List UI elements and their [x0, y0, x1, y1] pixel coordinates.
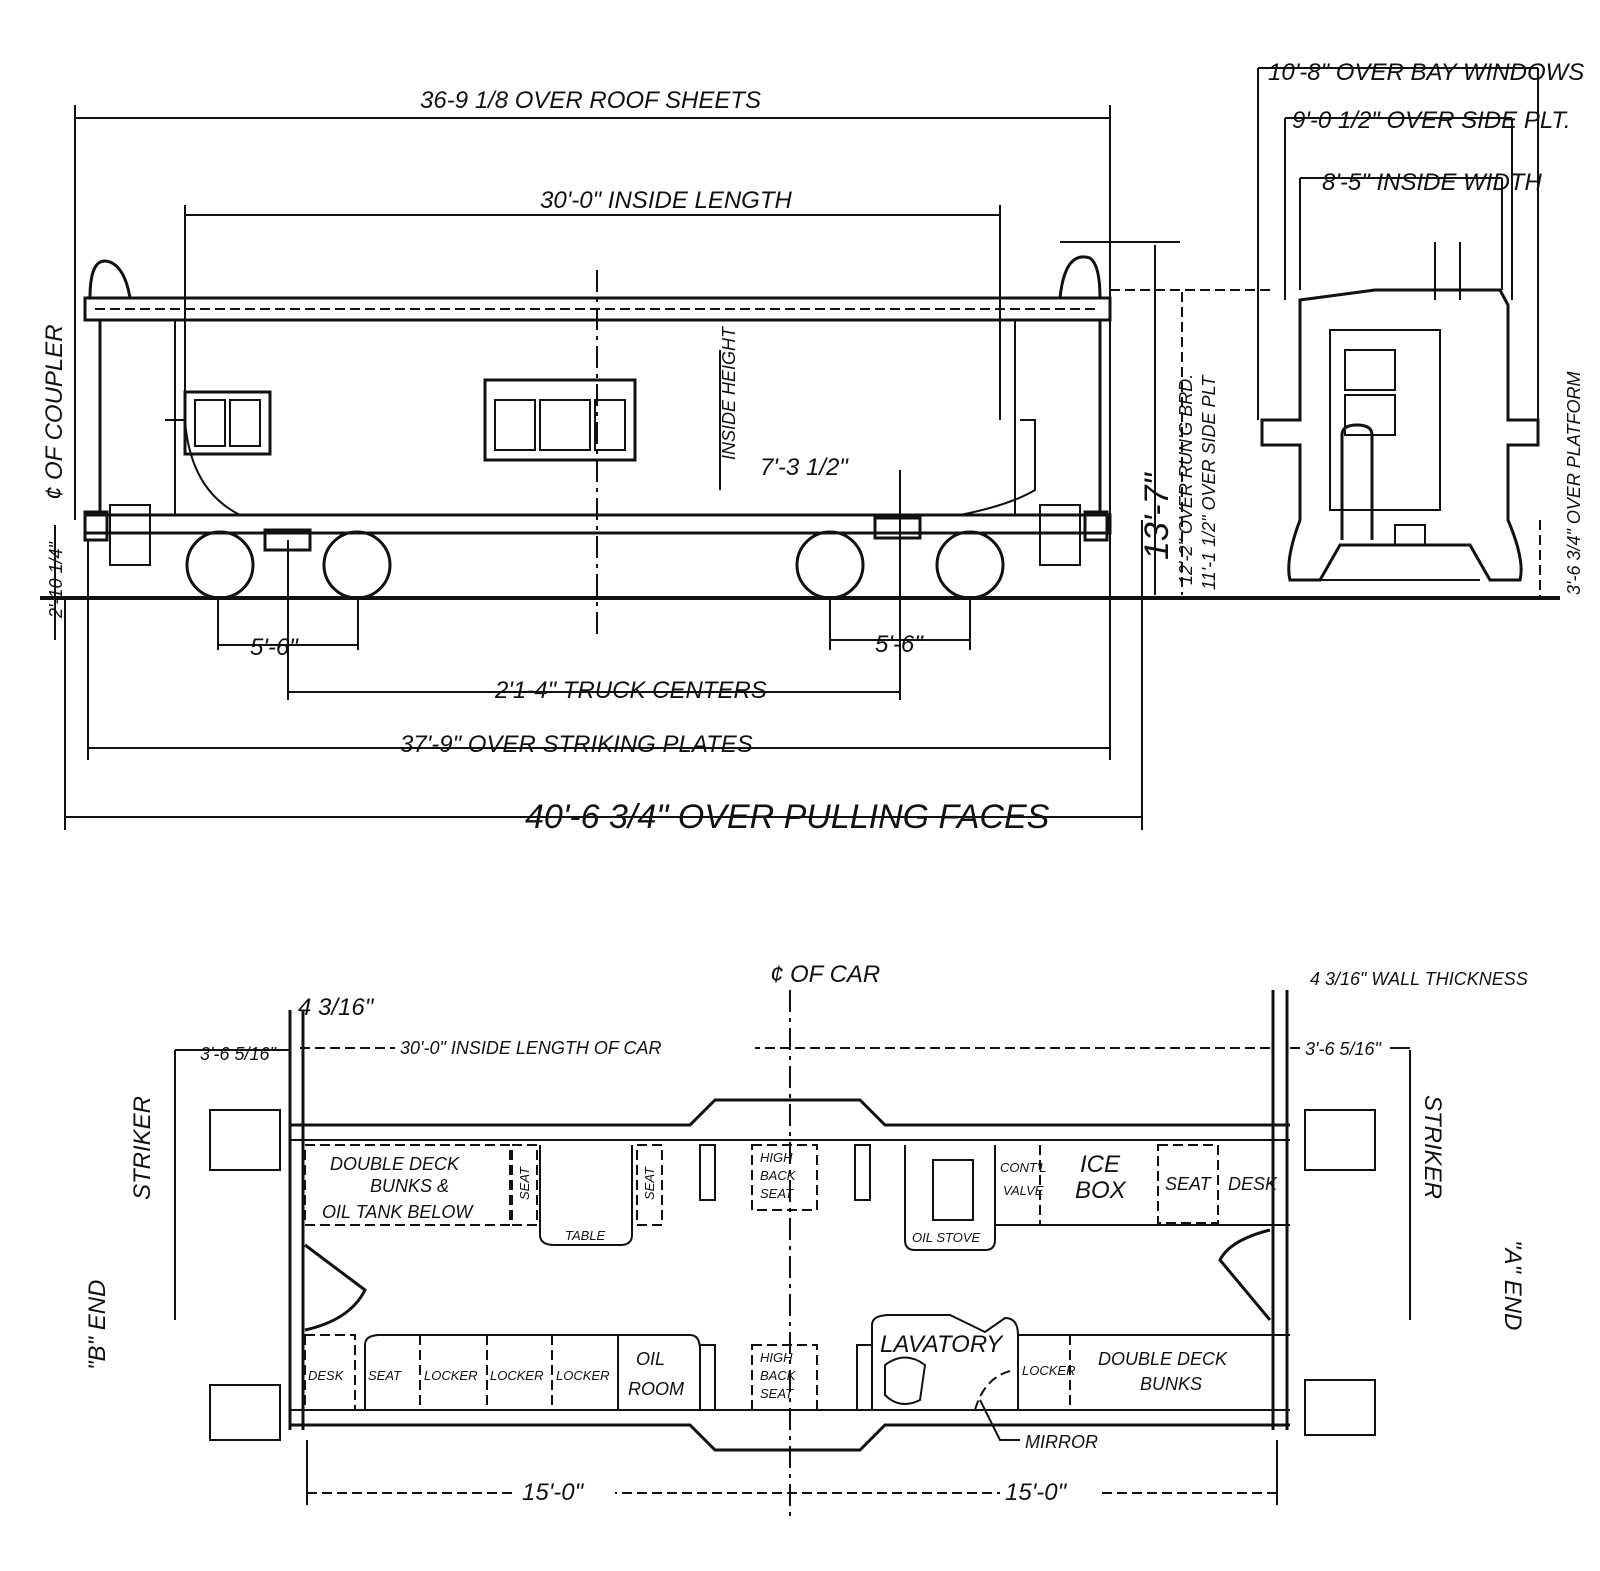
door-b-end — [304, 1243, 367, 1332]
label-inside-length: 30'-0" INSIDE LENGTH — [540, 187, 793, 214]
room-high-back-seat-bottom — [751, 1344, 818, 1411]
room-seat: SEAT — [642, 1166, 657, 1200]
label-platform-left: 3'-6 5/16" — [200, 1044, 277, 1064]
label-half-right: 15'-0" — [1005, 1479, 1068, 1506]
window-center — [483, 378, 637, 462]
room-label: LAVATORY — [880, 1331, 1004, 1358]
room-high-back-seat-top — [751, 1144, 818, 1211]
room-label: LOCKER — [1022, 1363, 1075, 1378]
room-label: BUNKS — [1140, 1374, 1202, 1394]
wheel — [322, 530, 392, 600]
room-lavatory — [871, 1314, 1019, 1410]
room-label: HIGH — [760, 1150, 793, 1165]
room-label: VALVE — [1003, 1183, 1044, 1198]
label-striker-right: STRIKER — [1419, 1095, 1446, 1199]
room-label: SEAT — [760, 1386, 794, 1401]
grab-iron-left — [88, 259, 132, 299]
step-al — [1304, 1109, 1376, 1171]
room-label: SEAT — [368, 1368, 402, 1383]
label-inside-height: INSIDE HEIGHT — [719, 325, 739, 460]
room-label: BACK — [760, 1368, 797, 1383]
room-label: ROOM — [628, 1379, 684, 1399]
label-wheelbase-left: 5'-6" — [250, 634, 299, 661]
room-label: DESK — [308, 1368, 345, 1383]
room-table-label: TABLE — [565, 1228, 606, 1243]
label-a-end: "A" END — [1499, 1240, 1526, 1330]
label-mirror: MIRROR — [1025, 1432, 1098, 1452]
room-label: HIGH — [760, 1350, 793, 1365]
label-inside-length-of-car: 30'-0" INSIDE LENGTH OF CAR — [400, 1038, 662, 1058]
room-table — [539, 1145, 633, 1246]
room-bunks-oil: DOUBLE DECK — [330, 1154, 460, 1174]
floor-plan: ¢ OF CAR 4 3/16" 4 3/16" WALL THICKNESS … — [84, 961, 1528, 1520]
room-label: LOCKER — [424, 1368, 477, 1383]
end-body — [1260, 288, 1540, 582]
label-coupler-centerline: ¢ OF COUPLER — [41, 324, 68, 500]
coupler-left — [83, 510, 109, 542]
room-label: DESK — [1228, 1174, 1278, 1194]
side-elevation: 36-9 1/8 OVER ROOF SHEETS 30'-0" INSIDE … — [40, 87, 1560, 836]
room-label: CONT'L — [1000, 1160, 1047, 1175]
label-wall-thickness-right: 4 3/16" WALL THICKNESS — [1310, 969, 1528, 989]
wheel — [185, 530, 255, 600]
room-bunks-oil: OIL TANK BELOW — [322, 1202, 474, 1222]
door-a-end — [1218, 1228, 1272, 1321]
room-label: SEAT — [760, 1186, 794, 1201]
label-over-pulling-faces: 40'-6 3/4" OVER PULLING FACES — [525, 798, 1050, 836]
step-bl — [209, 1109, 281, 1171]
label-over-striking-plates: 37'-9" OVER STRIKING PLATES — [400, 731, 753, 758]
wall-bottom — [290, 1423, 1290, 1452]
room-label: DOUBLE DECK — [1098, 1349, 1228, 1369]
label-b-end: "B" END — [84, 1280, 111, 1370]
room-label: SEAT — [1165, 1174, 1213, 1194]
wall-top — [290, 1098, 1290, 1127]
label-inside-width: 8'-5" INSIDE WIDTH — [1322, 169, 1542, 196]
steps-right — [1039, 504, 1081, 566]
room-label: LOCKER — [490, 1368, 543, 1383]
label-over-roof-sheets: 36-9 1/8 OVER ROOF SHEETS — [420, 87, 761, 114]
label-half-left: 15'-0" — [522, 1479, 585, 1506]
label-height-over-cupola: 13'-7" — [1138, 471, 1176, 560]
end-door — [1340, 423, 1374, 540]
grab-iron-right — [1058, 255, 1102, 299]
room-label: BACK — [760, 1168, 797, 1183]
label-over-platform: 3'-6 3/4" OVER PLATFORM — [1564, 371, 1584, 595]
room-label: BOX — [1075, 1177, 1127, 1204]
value-inside-height: 7'-3 1/2" — [760, 454, 849, 481]
wheel — [795, 530, 865, 600]
room-seat: SEAT — [517, 1166, 532, 1200]
room-label: LOCKER — [556, 1368, 609, 1383]
step-ar — [1304, 1379, 1376, 1436]
room-label: ICE — [1080, 1151, 1121, 1178]
room-oil-stove — [904, 1145, 996, 1251]
room-label: OIL — [636, 1349, 665, 1369]
label-truck-centers: 2'1-4" TRUCK CENTERS — [494, 677, 767, 704]
label-height-over-running-board: 12'-2" OVER RUN'G BRD. — [1176, 374, 1196, 585]
label-over-bay-windows: 10'-8" OVER BAY WINDOWS — [1268, 59, 1584, 86]
end-elevation: 10'-8" OVER BAY WINDOWS 9'-0 1/2" OVER S… — [1257, 59, 1584, 598]
toilet-icon — [884, 1356, 927, 1405]
label-striker-left: STRIKER — [129, 1096, 156, 1200]
label-height-over-side-plate: 11'-1 1/2" OVER SIDE PLT — [1199, 374, 1219, 590]
label-platform-right: 3'-6 5/16" — [1305, 1039, 1382, 1059]
label-car-centerline: ¢ OF CAR — [770, 961, 880, 988]
label-wall-thickness-left: 4 3/16" — [298, 994, 375, 1021]
wheel — [935, 530, 1005, 600]
label-over-side-plate: 9'-0 1/2" OVER SIDE PLT. — [1292, 107, 1571, 134]
room-label: OIL STOVE — [912, 1230, 980, 1245]
room-bunks-oil: BUNKS & — [370, 1176, 449, 1196]
steps-left — [109, 504, 151, 566]
car-body — [98, 318, 1102, 517]
window-left — [183, 390, 272, 456]
step-br — [209, 1384, 281, 1441]
coupler-right — [1083, 510, 1109, 542]
